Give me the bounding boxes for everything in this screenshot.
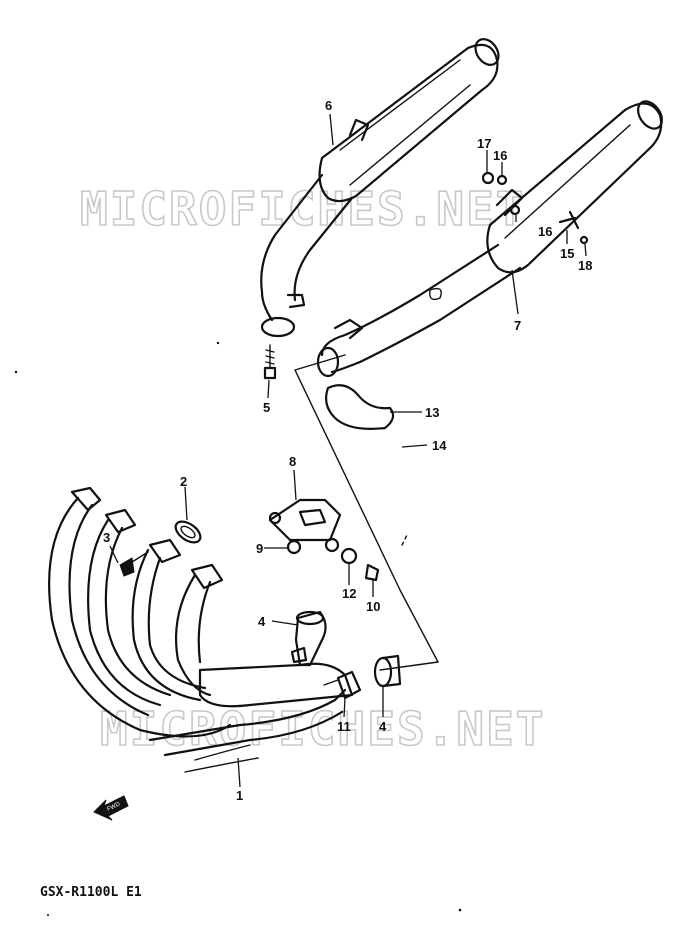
callout-3: 3 xyxy=(103,530,110,545)
muffler-left xyxy=(260,38,500,338)
leader-lines xyxy=(109,113,587,788)
gasket-2 xyxy=(174,520,202,544)
model-code-label: GSX-R1100L E1 xyxy=(40,885,142,900)
joint-pipe-4-upper xyxy=(290,610,327,667)
callout-8: 8 xyxy=(289,454,296,469)
callout-16-upper: 16 xyxy=(493,148,507,163)
callout-18: 18 xyxy=(578,258,592,273)
watermark-top: MICROFICHES.NET xyxy=(80,182,525,236)
exhaust-headers xyxy=(48,486,354,773)
callout-17: 17 xyxy=(477,136,491,151)
muffler-right xyxy=(316,100,663,378)
forward-arrow-icon: FWD xyxy=(93,795,129,821)
joint-pipe-4-lower xyxy=(373,654,402,688)
callout-1: 1 xyxy=(236,788,243,803)
callout-13: 13 xyxy=(425,405,439,420)
callout-6: 6 xyxy=(325,98,332,113)
clamp-11 xyxy=(323,670,362,700)
callout-11: 11 xyxy=(337,719,351,734)
callout-7: 7 xyxy=(514,318,521,333)
watermark-bottom: MICROFICHES.NET xyxy=(100,702,545,756)
callout-4-lower: 4 xyxy=(379,719,387,734)
callout-4-upper: 4 xyxy=(258,614,266,629)
callout-10: 10 xyxy=(366,599,380,614)
callout-2: 2 xyxy=(180,474,187,489)
bolt-5 xyxy=(263,344,277,380)
bracket-13 xyxy=(325,384,395,430)
assembly-guide-outline xyxy=(294,354,439,671)
callout-15: 15 xyxy=(560,246,574,261)
callout-12: 12 xyxy=(342,586,356,601)
callout-9: 9 xyxy=(256,541,263,556)
hardware-mid xyxy=(286,539,380,582)
callout-14: 14 xyxy=(432,438,447,453)
callouts: 6 17 16 16 15 18 7 5 13 14 8 2 3 9 4 12 … xyxy=(103,98,592,803)
bolt-3 xyxy=(119,551,149,577)
callout-16-lower: 16 xyxy=(538,224,552,239)
callout-5: 5 xyxy=(263,400,270,415)
forward-label: FWD xyxy=(106,801,122,812)
bracket-8 xyxy=(268,498,342,553)
hardware-rear xyxy=(481,171,589,245)
